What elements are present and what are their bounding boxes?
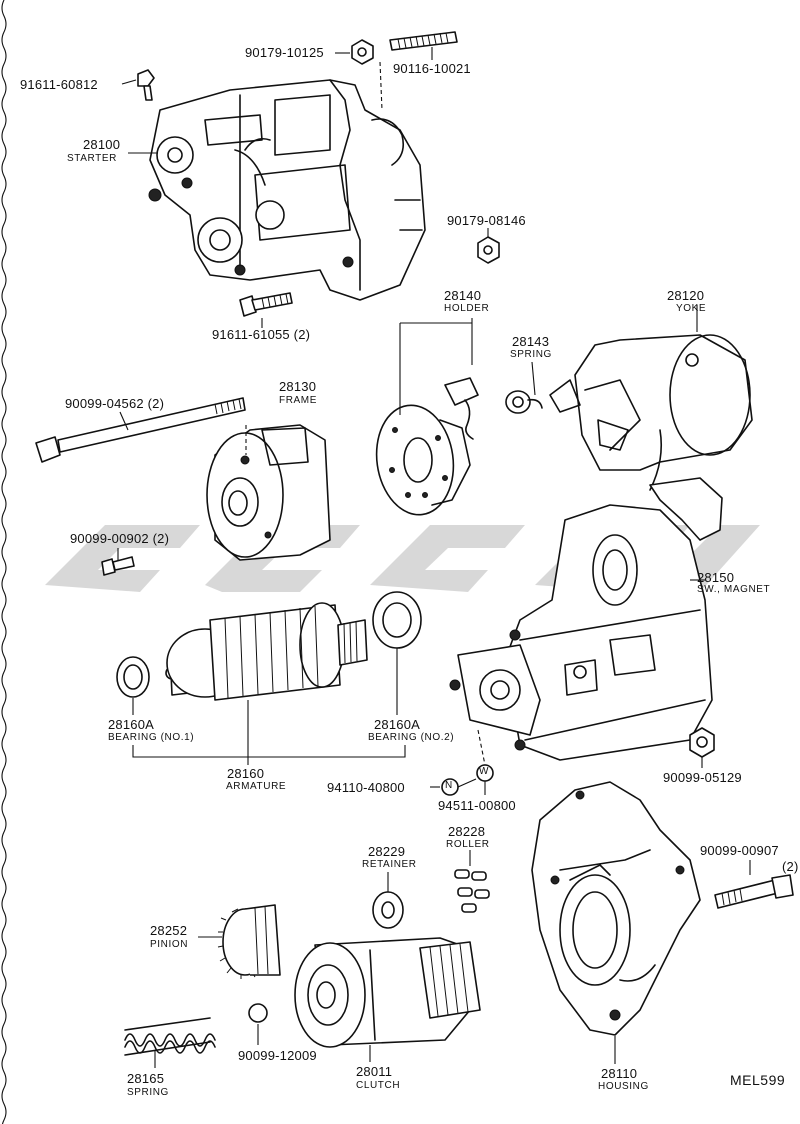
- label-28100-number: 28100: [83, 137, 121, 152]
- label-28160-name: ARMATURE: [226, 781, 287, 792]
- label-28165-number: 28165: [127, 1071, 165, 1086]
- label-90099-00902: 90099-00902 (2): [70, 531, 170, 546]
- label-94110-40800: 94110-40800: [327, 780, 405, 795]
- leader-armature-group: [132, 700, 406, 765]
- magnet-switch-drawing: [449, 504, 713, 761]
- brush-spring-28143-drawing: [505, 390, 543, 414]
- label-28229-number: 28229: [368, 844, 406, 859]
- label-28252-name: PINION: [150, 939, 189, 950]
- nut-90179-10125-drawing: [351, 39, 374, 65]
- label-90099-12009: 90099-12009: [238, 1048, 317, 1063]
- commutator-end-frame-drawing: [206, 424, 331, 561]
- label-28130-name: FRAME: [279, 395, 317, 406]
- brush-holder-drawing: [375, 377, 479, 516]
- label-28110-number: 28110: [601, 1066, 638, 1081]
- nut-symbol-n: N: [445, 780, 453, 791]
- bolt-91611-60812-drawing: [137, 69, 155, 101]
- steel-ball-drawing: [248, 1003, 268, 1023]
- nut-washer-markers: [430, 729, 494, 796]
- nut-90099-05129-drawing: [689, 727, 715, 758]
- bolt-91611-61055-drawing: [239, 292, 293, 317]
- label-28120-name: YOKE: [676, 303, 707, 314]
- drive-housing-drawing: [531, 781, 701, 1036]
- pinion-drawing: [217, 904, 281, 979]
- label-28160A-2-name: BEARING (NO.2): [368, 732, 455, 743]
- label-28150-name: SW., MAGNET: [697, 584, 771, 595]
- label-90116-10021: 90116-10021: [393, 61, 471, 76]
- retainer-drawing: [372, 891, 404, 929]
- rollers-drawing: [454, 869, 490, 913]
- label-90099-05129: 90099-05129: [663, 770, 742, 785]
- bolt-90099-00907-drawing: [714, 874, 794, 909]
- washer-symbol-w: W: [479, 766, 489, 777]
- label-28165-name: SPRING: [127, 1087, 169, 1098]
- screw-90099-00902-drawing: [101, 556, 135, 576]
- label-28120-number: 28120: [667, 288, 705, 303]
- label-28110-name: HOUSING: [598, 1081, 649, 1092]
- label-94511-00800: 94511-00800: [438, 798, 516, 813]
- label-90099-04562: 90099-04562 (2): [65, 396, 165, 411]
- label-90179-08146: 90179-08146: [447, 213, 526, 228]
- armature-drawing: [165, 602, 368, 701]
- label-28140-number: 28140: [444, 288, 482, 303]
- diagram-code: MEL599: [730, 1072, 786, 1088]
- label-28228-number: 28228: [448, 824, 486, 839]
- through-bolt-drawing: [35, 397, 246, 463]
- label-90099-00907: 90099-00907: [700, 843, 779, 858]
- label-28228-name: ROLLER: [446, 839, 490, 850]
- label-28150-number: 28150: [697, 570, 735, 585]
- label-28011-name: CLUTCH: [356, 1080, 401, 1091]
- leader-91611-60812: [121, 79, 137, 85]
- bearing-no2-drawing: [372, 591, 422, 649]
- clutch-drawing: [294, 937, 481, 1048]
- label-28140-name: HOLDER: [444, 303, 490, 314]
- yoke-drawing: [549, 334, 753, 541]
- return-spring-drawing: [124, 1017, 216, 1056]
- label-28229-name: RETAINER: [362, 859, 417, 870]
- label-28143-number: 28143: [512, 334, 550, 349]
- label-90099-00907-qty: (2): [782, 859, 799, 874]
- leader-holder: [399, 318, 473, 415]
- label-28130-number: 28130: [279, 379, 317, 394]
- leader-spring-28143: [531, 361, 536, 396]
- stud-90116-10021-drawing: [389, 31, 458, 51]
- starter-assembly-drawing: [148, 79, 426, 301]
- label-28011-number: 28011: [356, 1064, 393, 1079]
- nut-90179-08146-drawing: [477, 236, 500, 264]
- label-28160A-2-number: 28160A: [374, 717, 421, 732]
- label-28160A-1-number: 28160A: [108, 717, 155, 732]
- label-28100-name: STARTER: [67, 153, 117, 164]
- bearing-no1-drawing: [116, 656, 150, 698]
- label-91611-61055: 91611-61055 (2): [212, 327, 311, 342]
- left-border-edge: [1, 0, 7, 1124]
- dashed-leader-stud: [379, 61, 383, 111]
- label-28252-number: 28252: [150, 923, 188, 938]
- label-90179-10125: 90179-10125: [245, 45, 324, 60]
- label-28143-name: SPRING: [510, 349, 552, 360]
- leader-through-bolt: [119, 411, 129, 431]
- label-28160-number: 28160: [227, 766, 265, 781]
- label-28160A-1-name: BEARING (NO.1): [108, 732, 195, 743]
- label-91611-60812: 91611-60812: [20, 77, 98, 92]
